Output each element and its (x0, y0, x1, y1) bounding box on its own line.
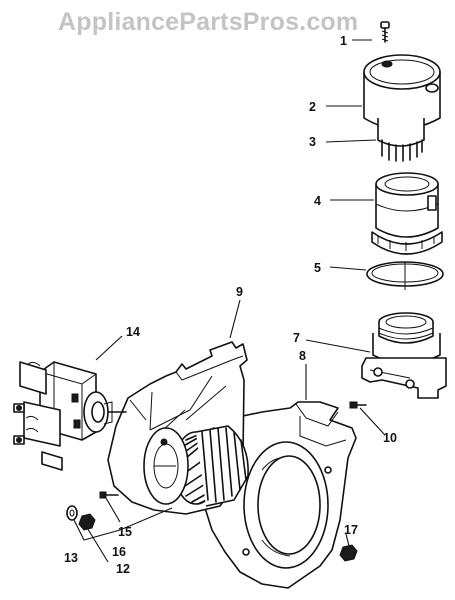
callout-1: 1 (340, 34, 347, 48)
callout-7: 7 (293, 331, 300, 345)
part-13-washer[interactable] (66, 505, 78, 521)
callout-8: 8 (299, 349, 306, 363)
callout-17: 17 (344, 523, 358, 537)
blower-wheel[interactable] (143, 425, 249, 507)
part-5-gasket[interactable] (366, 261, 444, 290)
leader-lines (73, 39, 385, 563)
callout-numbers: 1 2 3 4 5 7 8 9 10 12 13 14 15 16 17 (64, 34, 397, 576)
part-14-drive-motor[interactable] (13, 361, 127, 471)
callout-13: 13 (64, 551, 78, 565)
part-2-motor-cover[interactable] (363, 54, 441, 130)
callout-3: 3 (309, 135, 316, 149)
callout-12: 12 (116, 562, 130, 576)
part-4-housing-ring[interactable] (371, 172, 443, 255)
callout-2: 2 (309, 100, 316, 114)
callout-15: 15 (118, 525, 132, 539)
part-3-motor[interactable] (377, 118, 425, 162)
part-17-nut[interactable] (339, 544, 358, 562)
part-15-screw[interactable] (99, 491, 119, 499)
callout-14: 14 (126, 325, 140, 339)
part-1-screw[interactable] (380, 21, 390, 43)
callout-10: 10 (383, 431, 397, 445)
part-10-screw[interactable] (349, 401, 367, 409)
callout-9: 9 (236, 285, 243, 299)
part-16-nut[interactable] (78, 513, 96, 531)
watermark-text: AppliancePartsPros.com (58, 8, 359, 36)
callout-5: 5 (314, 261, 321, 275)
callout-16: 16 (112, 545, 126, 559)
callout-4: 4 (314, 194, 321, 208)
part-7-motor-mount[interactable] (361, 312, 447, 399)
